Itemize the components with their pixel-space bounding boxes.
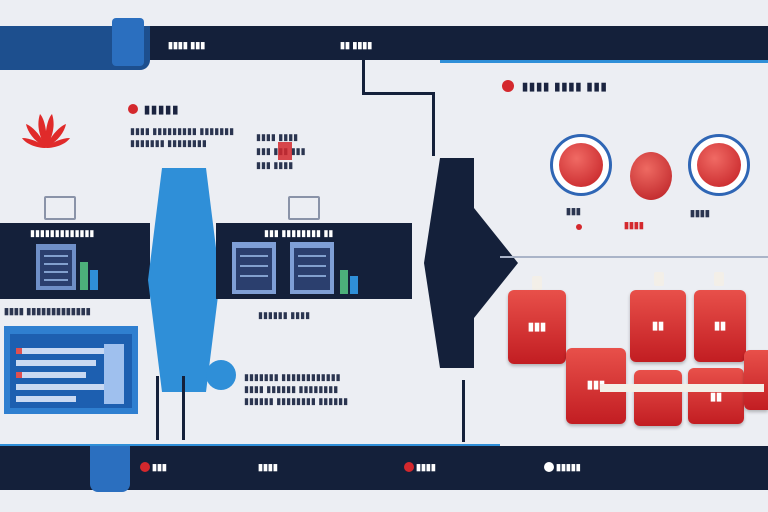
post-line (462, 380, 465, 442)
red-bag: ▮▮▮ (508, 290, 566, 364)
dot-icon (404, 462, 414, 472)
server-icon (36, 242, 100, 292)
dot-icon (502, 80, 514, 92)
bag-cap (532, 276, 542, 290)
bottom-bar-accent-line (0, 444, 500, 446)
top-bar-tab (112, 18, 144, 66)
red-bag: ▮▮ (694, 290, 746, 362)
red-circle-icon (688, 134, 750, 196)
dot-icon (140, 462, 150, 472)
red-circle-icon (630, 152, 672, 200)
red-circle-icon (550, 134, 612, 196)
dot-icon (576, 224, 582, 230)
right-heading: ▮▮▮▮ ▮▮▮▮ ▮▮▮ (522, 81, 608, 93)
bottom-label-2: ▮▮▮▮ (258, 462, 278, 472)
small-server-icon (44, 196, 76, 220)
middle-note-line-1: ▮▮▮▮ ▮▮▮▮ (256, 132, 299, 142)
bag-label: ▮▮ (709, 391, 723, 404)
red-bag: ▮▮ (688, 368, 744, 424)
bottom-label-1: ▮▮▮ (152, 462, 167, 472)
node-circle (206, 360, 236, 390)
connector-line (432, 92, 435, 156)
red-bag: ▮▮ (630, 290, 686, 362)
small-server-icon (288, 196, 320, 220)
flow-line (500, 256, 768, 258)
middle-caption: ▮▮▮▮▮▮ ▮▮▮▮ (258, 310, 311, 320)
left-heading: ▮▮▮▮▮ (144, 104, 180, 116)
middle-desc-line-1: ▮▮▮▮▮▮▮ ▮▮▮▮▮▮▮▮▮▮▮▮ (244, 372, 341, 382)
bag-label: ▮▮ (713, 319, 727, 332)
right-label-2: ▮▮▮▮ (624, 220, 644, 230)
middle-desc-line-3: ▮▮▮▮▮▮ ▮▮▮▮▮▮▮▮ ▮▮▮▮▮▮ (244, 396, 349, 406)
post-line (156, 376, 159, 440)
left-desc-line-2: ▮▮▮▮▮▮▮ ▮▮▮▮▮▮▮▮ (130, 138, 207, 148)
left-desc-line-1: ▮▮▮▮ ▮▮▮▮▮▮▮▮▮ ▮▮▮▮▮▮▮ (130, 126, 235, 136)
right-label-3: ▮▮▮▮ (690, 208, 710, 218)
dot-icon (128, 104, 138, 114)
connector-line (362, 60, 365, 94)
bag-label: ▮▮▮ (527, 320, 547, 333)
red-bag (744, 350, 768, 410)
server-icon (232, 240, 372, 296)
process-shape-blue (148, 168, 220, 392)
bottom-label-3: ▮▮▮▮ (416, 462, 436, 472)
left-band-label: ▮▮▮▮▮▮▮▮▮▮▮▮▮ (30, 228, 95, 238)
left-caption: ▮▮▮▮ ▮▮▮▮▮▮▮▮▮▮▮▮▮ (4, 306, 91, 316)
middle-note-line-3: ▮▮▮ ▮▮▮▮ (256, 160, 294, 170)
logo-icon (18, 108, 74, 152)
middle-desc-line-2: ▮▮▮▮ ▮▮▮▮▮▮ ▮▮▮▮▮▮▮▮ (244, 384, 339, 394)
bottom-bar-accent (90, 444, 130, 492)
bag-cap (654, 272, 664, 286)
middle-band-label: ▮▮▮ ▮▮▮▮▮▮▮▮ ▮▮ (264, 228, 334, 238)
red-highlight (278, 142, 292, 160)
arrow-shape (424, 158, 518, 368)
top-bar-center-label: ▮▮ ▮▮▮▮ (340, 40, 373, 50)
connector-line (362, 92, 434, 95)
top-bar-accent-line (440, 60, 768, 63)
chart-icon (4, 326, 138, 414)
red-bag (634, 370, 682, 426)
bag-label: ▮▮ (651, 319, 665, 332)
dot-icon (544, 462, 554, 472)
bottom-label-4: ▮▮▮▮▮ (556, 462, 581, 472)
bag-cap (714, 272, 724, 286)
top-bar-left-label: ▮▮▮▮ ▮▮▮ (168, 40, 206, 50)
right-label-1: ▮▮▮ (566, 206, 581, 216)
tray (600, 384, 764, 392)
post-line (182, 376, 185, 440)
